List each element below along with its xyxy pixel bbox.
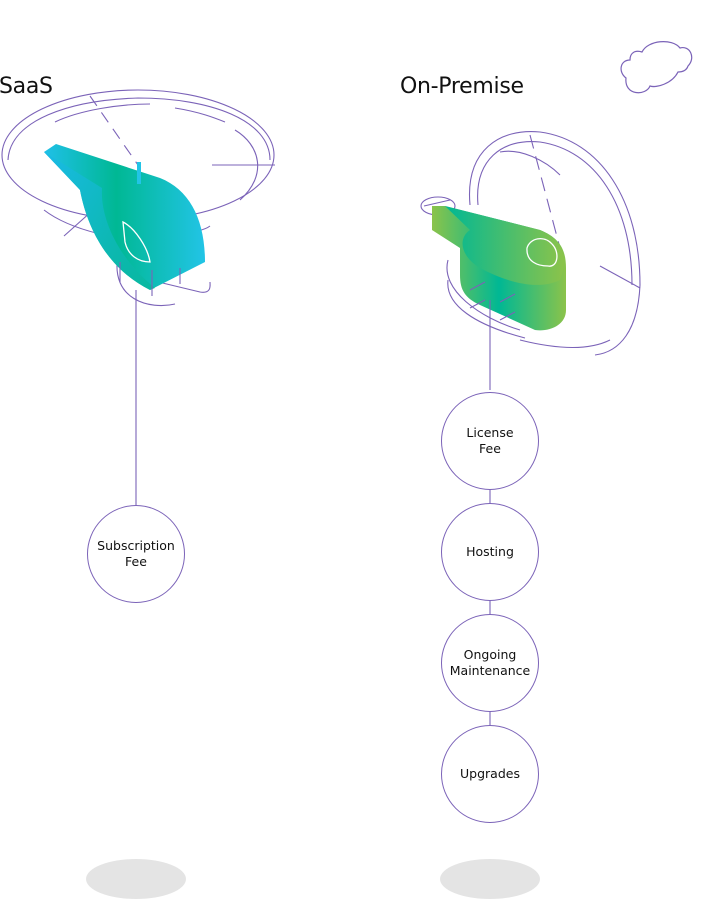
onprem-ground-shadow (440, 859, 540, 899)
cost-label: Subscription Fee (97, 538, 175, 569)
saas-ground-shadow (86, 859, 186, 899)
cost-node-ongoing-maintenance: Ongoing Maintenance (441, 614, 539, 712)
cost-node-hosting: Hosting (441, 503, 539, 601)
cost-label: Ongoing Maintenance (449, 647, 531, 678)
cloud-icon (620, 41, 693, 94)
cost-node-subscription-fee: Subscription Fee (87, 505, 185, 603)
cost-node-license-fee: License Fee (441, 392, 539, 490)
cost-node-upgrades: Upgrades (441, 725, 539, 823)
cost-label: Upgrades (460, 766, 520, 781)
saas-helicopter-icon (1, 89, 275, 505)
onprem-title: On-Premise (400, 74, 524, 99)
cost-label: Hosting (466, 544, 514, 559)
onprem-helicopter-icon (420, 130, 641, 390)
cost-label: License Fee (466, 425, 514, 456)
saas-title: SaaS (0, 74, 53, 99)
